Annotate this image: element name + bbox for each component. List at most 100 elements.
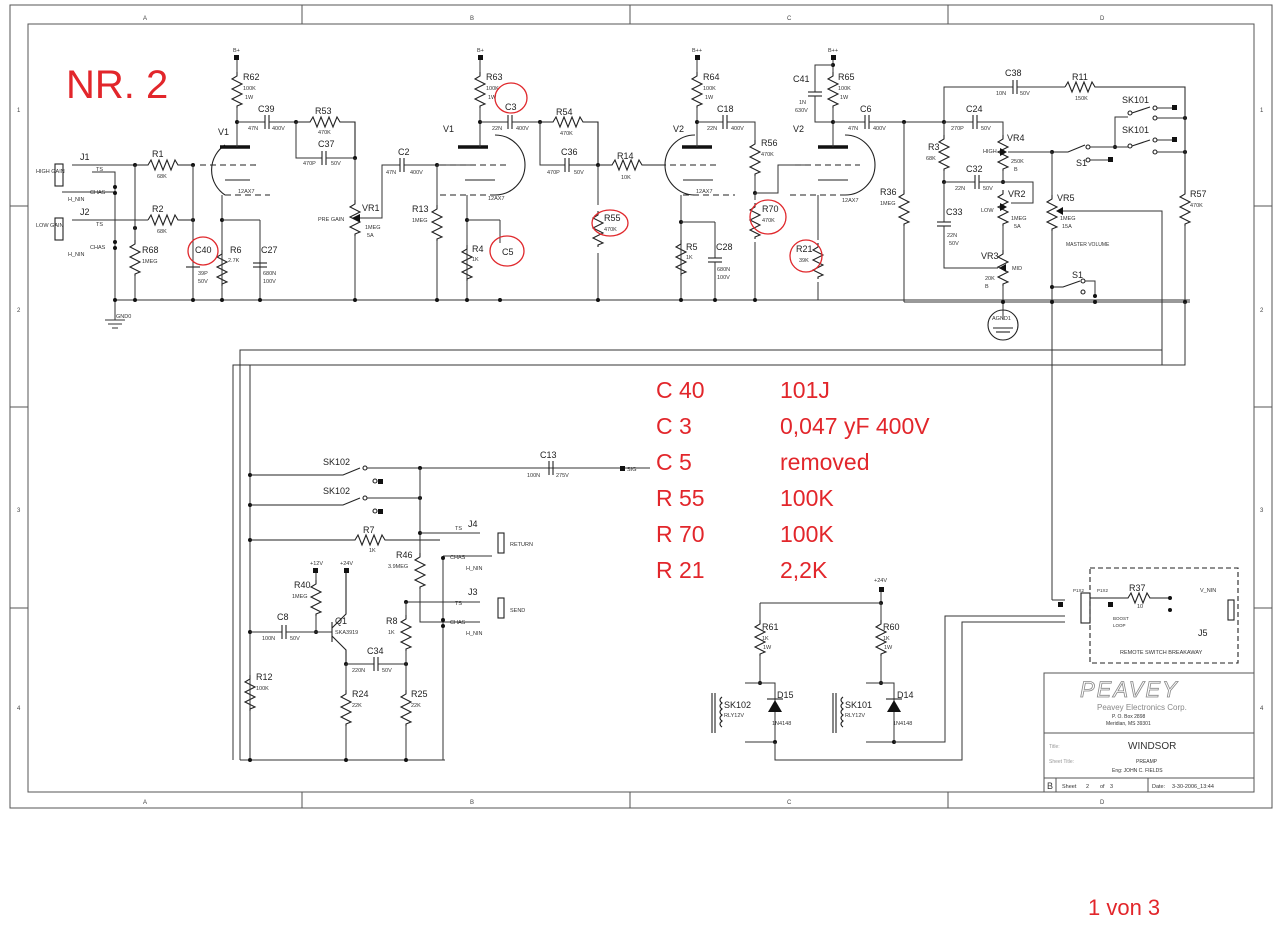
relay-coil-sk102: SK102 RLY12V	[711, 693, 751, 733]
j4-ref: J4	[468, 519, 478, 529]
relay-drivers: +24V R61 1K 1W D15 1N4148 SK102 RLY12V R…	[711, 350, 1163, 761]
r61-val: 1K	[762, 636, 769, 642]
c27-val: 680N	[263, 271, 276, 277]
remote-switch-breakaway: P1X2 P1X2 BOOST LOOP R37 10 V_NIN J5 REM…	[1058, 567, 1239, 664]
c40-ref: C40	[195, 245, 212, 255]
j2-ts: TS	[96, 222, 103, 228]
vr3-val: 20K	[985, 276, 995, 282]
r7-val: 1K	[369, 548, 376, 554]
r5-val: 1K	[686, 255, 693, 261]
j2-name: LOW GAIN	[36, 223, 64, 229]
engineer: Eng: JOHN C. FIELDS	[1112, 768, 1163, 774]
boost-label: BOOST	[1113, 616, 1129, 621]
r8-val: 1K	[388, 630, 395, 636]
v1-ref: V1	[218, 127, 229, 137]
sk102-coil-type: RLY12V	[724, 713, 744, 719]
grid-row-3: 3	[17, 508, 21, 514]
agnd-label: AGND1	[992, 316, 1011, 322]
circle-c3	[494, 82, 528, 114]
r70-val: 470K	[762, 218, 775, 224]
jack-j1[interactable]: HIGH GAIN J1 TS CHAS H_NIN	[36, 152, 106, 203]
company-address-2: Meridian, MS 39301	[1106, 721, 1151, 727]
bpp-label-1: B++	[692, 48, 702, 54]
c36-val: 470P	[547, 170, 560, 176]
r56-ref: R56	[761, 138, 778, 148]
r60-pw: 1W	[884, 645, 893, 651]
grid-col-c-bottom: C	[787, 800, 792, 806]
r53-val: 470K	[318, 130, 331, 136]
r56-val: 470K	[761, 152, 774, 158]
r2-val: 68K	[157, 229, 167, 235]
c33-val: 22N	[947, 233, 957, 239]
d14-type: 1N4148	[893, 721, 912, 727]
j2-chas: CHAS	[90, 245, 106, 251]
r7-ref: R7	[363, 525, 375, 535]
c33-ref: C33	[946, 207, 963, 217]
changes-list: C 40 101J C 3 0,047 yF 400V C 5 removed …	[656, 377, 930, 583]
j5-ref: J5	[1198, 628, 1208, 638]
r21-val: 39K	[799, 258, 809, 264]
sk101-ref-a: SK101	[1122, 95, 1149, 105]
r64-pw: 1W	[705, 95, 714, 101]
d15-ref: D15	[777, 690, 794, 700]
c28-val: 680N	[717, 267, 730, 273]
vr4-taper: B	[1014, 167, 1018, 173]
v12-label: +12V	[310, 561, 323, 567]
r63-ref: R63	[486, 72, 503, 82]
r4-ref: R4	[472, 244, 484, 254]
change-5-value: 2,2K	[780, 557, 828, 583]
c28-ref: C28	[716, 242, 733, 252]
r46-ref: R46	[396, 550, 413, 560]
r21-ref: R21	[796, 244, 813, 254]
bpp-label-2: B++	[828, 48, 838, 54]
r61-ref: R61	[762, 622, 779, 632]
r3-val: 68K	[926, 156, 936, 162]
c41-val: 1N	[799, 100, 806, 106]
sheet-title-label: Sheet Title:	[1049, 759, 1074, 765]
grid-row-1-right: 1	[1260, 108, 1264, 114]
c24-volt: 50V	[981, 126, 991, 132]
vr4-ref: VR4	[1007, 133, 1025, 143]
c27-volt: 100V	[263, 279, 276, 285]
d15-type: 1N4148	[772, 721, 791, 727]
modification-circles	[187, 82, 823, 273]
grid-row-2-right: 2	[1260, 308, 1264, 314]
r57-val: 470K	[1190, 203, 1203, 209]
r65-ref: R65	[838, 72, 855, 82]
c24-ref: C24	[966, 104, 983, 114]
r62-pw: 1W	[245, 95, 254, 101]
page-footer: 1 von 3	[1088, 895, 1160, 920]
j1-ts: TS	[96, 167, 103, 173]
jack-j2[interactable]: LOW GAIN J2 TS CHAS H_NIN	[36, 207, 106, 258]
c2-volt: 400V	[410, 170, 423, 176]
r63-pw: 1W	[488, 95, 497, 101]
d14-ref: D14	[897, 690, 914, 700]
c13-ref: C13	[540, 450, 557, 460]
c2-val: 47N	[386, 170, 396, 176]
tube-v2b: V2 12AX7	[790, 124, 876, 204]
jack-j3-send[interactable]: J3 TS SEND CHAS H_NIN	[405, 587, 525, 637]
c38-volt: 50V	[1020, 91, 1030, 97]
drawing-title: WINDSOR	[1128, 741, 1176, 752]
date: 3-30-2006_13:44	[1172, 784, 1214, 790]
sig-label: SIG	[627, 467, 636, 473]
r55-val: 470K	[604, 227, 617, 233]
r11-ref: R11	[1072, 72, 1088, 82]
grid-col-d-bottom: D	[1100, 800, 1105, 806]
peavey-logo: PEAVEY	[1080, 677, 1179, 702]
c37-val: 470P	[303, 161, 316, 167]
change-0-value: 101J	[780, 377, 830, 403]
jack-j4-return[interactable]: J4 TS RETURN CHAS H_NIN	[420, 519, 533, 572]
c6-val: 47N	[848, 126, 858, 132]
c6-volt: 400V	[873, 126, 886, 132]
c3-volt: 400V	[516, 126, 529, 132]
grid-row-3-right: 3	[1260, 508, 1264, 514]
c8-val: 100N	[262, 636, 275, 642]
c37-ref: C37	[318, 139, 335, 149]
q1-ref: Q1	[335, 616, 347, 626]
r68-ref: R68	[142, 245, 159, 255]
r54-val: 470K	[560, 131, 573, 137]
r63-val: 100K	[486, 86, 499, 92]
c39-ref: C39	[258, 104, 275, 114]
c5-ref: C5	[502, 247, 514, 257]
